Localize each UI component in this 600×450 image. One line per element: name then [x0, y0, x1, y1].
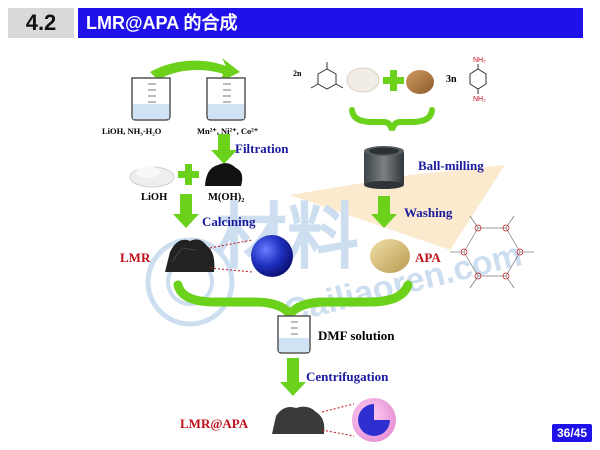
coef-2n: 2n	[293, 69, 302, 78]
beaker-icon	[277, 315, 311, 354]
brace-icon	[349, 107, 435, 131]
apa-powder-icon	[370, 239, 410, 273]
white-powder-icon	[346, 67, 380, 93]
lmr-label: LMR	[120, 250, 151, 265]
watermark-logo-icon	[145, 237, 235, 327]
down-arrow-icon	[280, 358, 306, 396]
moh2-powder-icon	[205, 163, 243, 186]
coef-3n: 3n	[446, 74, 457, 85]
apa-network-structure-icon	[450, 215, 534, 289]
plus-icon	[178, 164, 199, 185]
filtration-label: Filtration	[235, 141, 289, 156]
svg-text:NH₂: NH₂	[473, 96, 486, 103]
ball-mill-jar-icon	[364, 146, 404, 189]
lmr-apa-label: LMR@APA	[180, 416, 249, 431]
apa-label: APA	[415, 250, 441, 265]
transfer-arrow-icon	[150, 58, 240, 82]
dmf-solution-label: DMF solution	[318, 328, 395, 343]
slide-header: 4.2 LMR@APA 的合成	[8, 8, 583, 38]
down-arrow-icon	[173, 194, 199, 228]
lioh-label: LiOH	[141, 192, 168, 203]
merge-brace-icon	[173, 280, 413, 322]
beaker-icon	[206, 77, 246, 121]
page-indicator: 36/45	[551, 424, 592, 442]
section-number: 4.2	[8, 8, 74, 38]
down-arrow-icon	[211, 134, 237, 164]
slide-title: LMR@APA 的合成	[78, 8, 583, 38]
down-arrow-icon	[371, 196, 397, 228]
svg-text:NH₂: NH₂	[473, 57, 486, 64]
brown-powder-icon	[406, 70, 434, 94]
lmr-apa-powder-icon	[272, 406, 325, 434]
precursor-right-label: Mn²⁺, Ni²⁺, Co²⁺	[197, 126, 259, 136]
precursor-left-label: LiOH, NH₃·H₂O	[102, 126, 162, 136]
centrifugation-label: Centrifugation	[306, 369, 389, 384]
ball-milling-label: Ball-milling	[418, 158, 484, 173]
moh2-label: M(OH)₂	[208, 192, 245, 203]
trimesoyl-chloride-structure-icon	[310, 62, 344, 90]
washing-label: Washing	[404, 205, 453, 220]
beaker-icon	[131, 77, 171, 121]
phenylenediamine-structure-icon	[469, 64, 487, 94]
calcining-label: Calcining	[202, 214, 256, 229]
lmr-powder-icon	[165, 239, 215, 272]
plus-icon	[383, 70, 404, 91]
lmr-sphere-icon	[251, 235, 293, 277]
